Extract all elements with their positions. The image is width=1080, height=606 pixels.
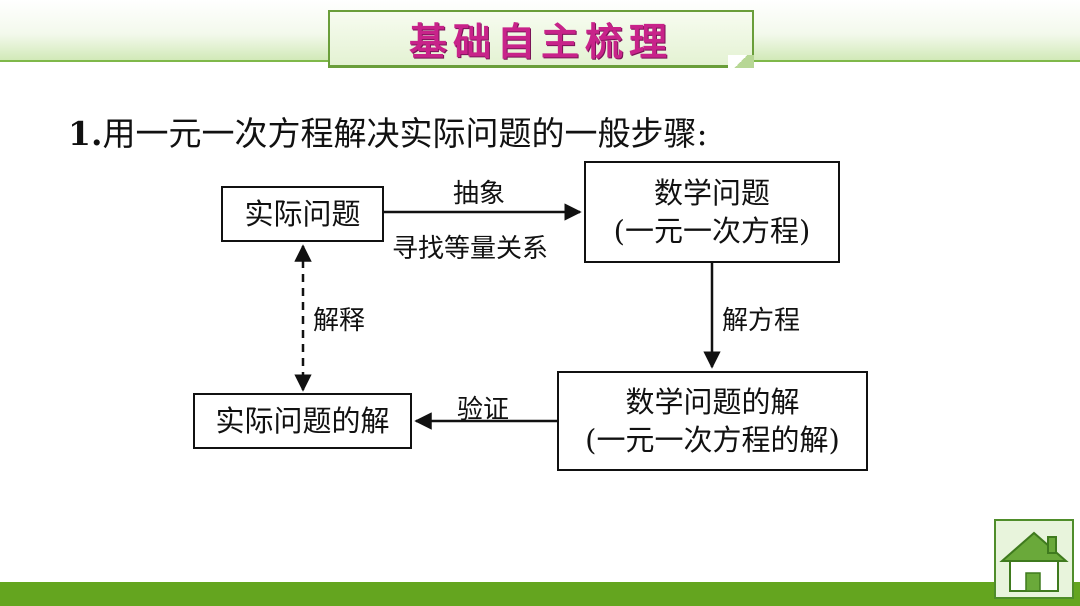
banner-fold-corner [728,55,754,68]
heading-text: 用一元一次方程解决实际问题的一般步骤: [102,114,708,153]
box-real-problem-text: 实际问题 [244,197,361,231]
footer-bar [0,582,1080,606]
label-find-equal: 寻找等量关系 [392,234,549,264]
box-math-problem-line1: 数学问题 [653,176,770,210]
box-math-solution-line1: 数学问题的解 [625,385,800,419]
box-math-problem-line2: (一元一次方程) [613,214,811,248]
box-math-solution: 数学问题的解 (一元一次方程的解) [557,371,868,471]
label-explain: 解释 [313,306,366,336]
home-icon [999,531,1069,592]
home-button[interactable] [994,519,1074,599]
box-real-solution-text: 实际问题的解 [215,404,390,438]
heading-number: 1. [68,114,103,153]
box-math-solution-line2: (一元一次方程的解) [585,423,840,457]
label-solve: 解方程 [722,306,801,336]
box-real-problem: 实际问题 [221,186,384,242]
label-verify: 验证 [457,395,510,425]
page-title: 基础自主梳理 [408,20,673,64]
title-banner: 基础自主梳理 [328,10,754,68]
box-real-solution: 实际问题的解 [193,393,412,449]
box-math-problem: 数学问题 (一元一次方程) [584,161,840,263]
label-abstract: 抽象 [453,179,506,209]
section-heading: 1.用一元一次方程解决实际问题的一般步骤: [68,107,708,155]
